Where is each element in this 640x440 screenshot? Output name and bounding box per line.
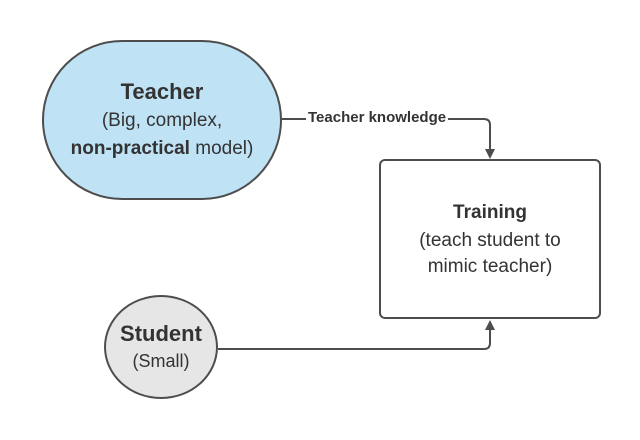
teacher-description-line-2: non-practical model) — [71, 135, 254, 163]
training-title: Training — [453, 202, 527, 223]
teacher-to-training-arrow — [282, 118, 495, 159]
student-to-training-arrow — [218, 320, 495, 350]
training-description-line-2: mimic teacher) — [427, 256, 553, 277]
teacher-title: Teacher — [120, 79, 204, 104]
student-title: Student — [120, 321, 202, 346]
teacher-description-rest: model) — [189, 138, 254, 159]
teacher-description-emphasis: non-practical — [70, 138, 190, 159]
teacher-knowledge-label: Teacher knowledge — [306, 108, 449, 128]
teacher-description-line-1: (Big, complex, — [101, 110, 223, 131]
training-node: Training (teach student to mimic teacher… — [379, 159, 601, 319]
teacher-node: Teacher (Big, complex, non-practical mod… — [42, 40, 282, 200]
student-node: Student (Small) — [104, 295, 218, 399]
student-description: (Small) — [132, 351, 190, 371]
training-description-line-1: (teach student to — [419, 230, 561, 251]
